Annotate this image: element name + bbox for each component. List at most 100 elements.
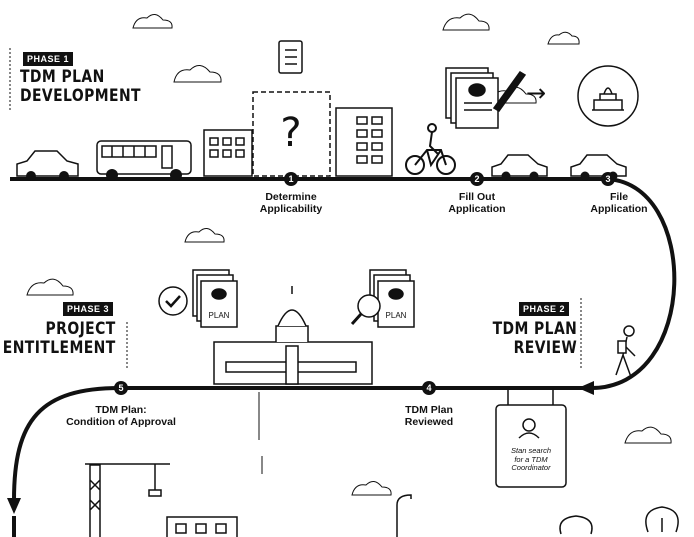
tree-icon [559,506,679,535]
cyclist-icon [405,123,456,175]
road-line-lower [120,386,590,390]
illustration-shape [275,325,309,342]
phase-3-title-line: ENTITLEMENT [3,338,116,358]
street-lamp-icon [396,494,412,537]
step-label-line: Application [448,203,506,215]
phase-2-title: TDM PLAN REVIEW [492,320,577,358]
illustration-shape: 4 [426,383,431,393]
illustration-shape [350,312,363,326]
step-marker-1: 1 [284,172,298,186]
illustration-shape [501,171,511,181]
illustration-shape [235,149,245,158]
illustration-shape [165,295,181,308]
road-curve [589,177,677,391]
illustration-shape [285,345,299,385]
phase-1-title-line: TDM PLAN [20,67,105,87]
illustration-shape [356,129,368,138]
illustration-shape [529,171,539,181]
illustration-shape: 1 [288,174,293,184]
illustration-shape [170,169,182,181]
illustration-shape [371,129,383,138]
cloud-icon [173,65,222,83]
phase-2-title-line: TDM PLAN [492,319,577,339]
illustration-shape [371,142,383,151]
illustration-shape [371,155,383,164]
illustration-shape [85,269,679,537]
illustration-shape [356,116,368,125]
illustration-shape: 2 [474,174,479,184]
step-label-line: Fill Out [458,191,496,203]
step-label-line: Application [590,203,648,215]
illustration-shape [388,288,404,300]
illustration-shape [522,418,536,432]
cloud-icon [132,14,173,29]
illustration-shape [211,288,227,300]
illustration-shape [209,137,219,146]
road-arrowhead-down [7,498,21,514]
illustration-shape [357,294,381,318]
step-1-label: Determine Applicability [241,191,341,215]
sign-text: Stan search for a TDM Coordinator [498,446,564,473]
illustration-shape [623,325,635,337]
illustration-shape [356,142,368,151]
plan-label: PLAN [386,311,407,320]
road-tail [12,516,16,537]
step-3-label: File Application [576,191,662,215]
phase-3-badge: PHASE 3 [63,302,114,316]
magnifier-icon [350,294,381,326]
phase-2-title-line: REVIEW [513,338,577,358]
illustration-shape [277,309,307,327]
illustration-shape [377,280,415,328]
step-label-line: TDM Plan: [95,404,147,416]
step-label-line: Applicability [259,203,323,215]
illustration-shape [427,123,437,133]
wayfinding-sign-icon [495,388,567,488]
illustration-shape [580,171,590,181]
car-icon [16,150,79,177]
illustration-shape [371,116,383,125]
step-marker-4: 4 [422,381,436,395]
illustration-shape [175,523,187,534]
capitol-building-icon [213,286,373,385]
cloud-icon [547,31,580,45]
cloud-icon [351,481,392,496]
cloud-icon [26,278,74,296]
illustration-shape [209,149,219,158]
sign-text-line: Stan search [510,446,552,455]
phase-2-badge: PHASE 2 [519,302,570,316]
illustration-shape [518,432,540,439]
illustration-shape [405,155,425,175]
sign-text-line: Coordinator [511,463,551,472]
illustration-shape [148,489,162,497]
cloud-icon [442,13,490,31]
illustration-shape [200,280,238,328]
step-label-line: TDM Plan [405,404,453,416]
approval-badge-icon [158,286,188,316]
illustration-shape [592,87,624,111]
illustration-shape [428,131,439,155]
illustration-shape [26,171,36,181]
illustration-shape [495,404,567,488]
phase-1-title: TDM PLAN DEVELOPMENT [20,68,141,106]
step-2-label: Fill Out Application [427,191,527,215]
illustration-shape [235,137,245,146]
phase-1-badge: PHASE 1 [23,52,74,66]
illustration-shape [106,169,118,181]
illustration-shape [470,172,484,186]
road-curve-lower [12,386,121,501]
step-label-line: Reviewed [404,416,454,428]
illustration-shape [356,155,368,164]
illustration-shape [101,145,157,158]
pedestrian-icon [615,325,636,378]
illustration-shape [601,172,615,186]
step-label-line: File [609,191,629,203]
illustration-shape [422,381,436,395]
car-icon [570,154,627,177]
illustration-shape [577,65,639,127]
construction-crane-icon [85,463,170,537]
illustration-shape [114,381,128,395]
illustration-shape [436,155,456,175]
city-hall-circle-icon [577,65,639,127]
step-marker-5: 5 [114,381,128,395]
illustration-shape [195,523,207,534]
